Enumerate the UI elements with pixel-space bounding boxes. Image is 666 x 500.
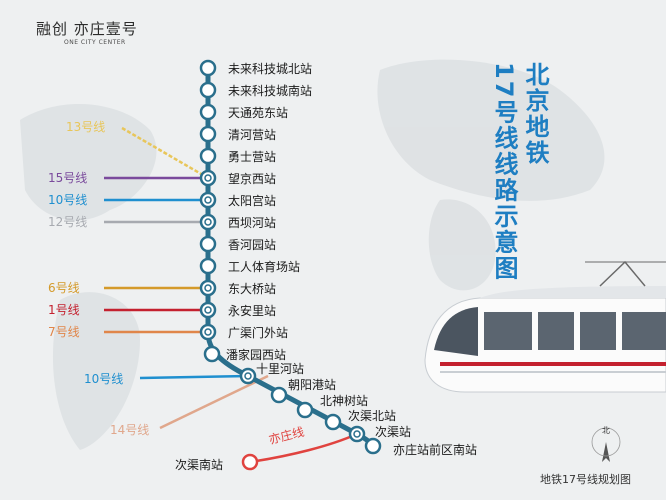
transfer-label-2: 10号线 <box>48 193 87 207</box>
brand-subtitle: ONE CITY CENTER <box>64 39 126 46</box>
transfer-label-0: 13号线 <box>66 120 105 134</box>
title-line-2: 17号线线路示意图 <box>490 62 518 282</box>
station-label-0: 未来科技城北站 <box>228 62 312 76</box>
compass-label: 北 <box>602 426 610 435</box>
station-marker-1[interactable] <box>199 81 217 99</box>
transfer-label-8: 14号线 <box>110 423 149 437</box>
transfer-line-7 <box>139 374 249 380</box>
transfer-label-9: 亦庄线 <box>267 424 306 447</box>
station-marker-16[interactable] <box>296 401 314 419</box>
station-label-5: 望京西站 <box>228 172 276 186</box>
station-marker-4[interactable] <box>199 147 217 165</box>
station-marker-8[interactable] <box>199 235 217 253</box>
station-marker-7[interactable] <box>199 213 217 231</box>
transfer-label-3: 12号线 <box>48 215 87 229</box>
station-marker-17[interactable] <box>324 413 342 431</box>
station-marker-5[interactable] <box>199 169 217 187</box>
station-label-15: 朝阳港站 <box>288 378 336 392</box>
station-label-10: 东大桥站 <box>228 282 276 296</box>
station-marker-13[interactable] <box>203 345 221 363</box>
transfer-line-8 <box>159 374 269 430</box>
station-marker-19[interactable] <box>364 437 382 455</box>
transfer-label-7: 10号线 <box>84 372 123 386</box>
transfer-label-4: 6号线 <box>48 281 80 295</box>
station-marker-9[interactable] <box>199 257 217 275</box>
north-compass: 北 <box>591 426 621 462</box>
station-label-8: 香河园站 <box>228 238 276 252</box>
station-label-18: 次渠站 <box>375 425 411 439</box>
station-marker-14[interactable] <box>239 367 257 385</box>
transfer-label-5: 1号线 <box>48 303 80 317</box>
station-label-12: 广渠门外站 <box>228 325 288 340</box>
station-marker-10[interactable] <box>199 279 217 297</box>
station-label-4: 勇士营站 <box>228 150 276 164</box>
brand-name: 融创 亦庄壹号 <box>36 20 138 38</box>
train-illustration <box>424 260 666 393</box>
station-marker-15[interactable] <box>270 386 288 404</box>
station-label-3: 清河营站 <box>228 128 276 142</box>
station-marker-6[interactable] <box>199 191 217 209</box>
station-marker-12[interactable] <box>199 323 217 341</box>
title-line-1: 北京地铁 <box>521 62 549 166</box>
yizhuang-line-segment <box>249 432 358 464</box>
station-label-20: 次渠南站 <box>175 457 223 472</box>
station-label-2: 天通苑东站 <box>228 106 288 120</box>
transfer-line-0 <box>121 126 209 180</box>
station-label-16: 北神树站 <box>320 393 368 408</box>
map-caption: 地铁17号线规划图 <box>540 473 631 486</box>
station-label-6: 太阳宫站 <box>228 193 276 208</box>
station-label-17: 次渠北站 <box>348 409 396 423</box>
station-label-13: 潘家园西站 <box>226 347 286 362</box>
station-label-19: 亦庄站前区南站 <box>393 442 477 457</box>
station-marker-18[interactable] <box>348 425 366 443</box>
station-label-9: 工人体育场站 <box>228 259 300 274</box>
station-marker-20[interactable] <box>241 453 259 471</box>
station-label-11: 永安里站 <box>228 303 276 318</box>
station-marker-3[interactable] <box>199 125 217 143</box>
station-label-7: 西坝河站 <box>228 216 276 230</box>
station-marker-11[interactable] <box>199 301 217 319</box>
station-label-14: 十里河站 <box>256 362 304 376</box>
station-marker-0[interactable] <box>199 59 217 77</box>
station-label-1: 未来科技城南站 <box>228 83 312 98</box>
transfer-label-1: 15号线 <box>48 171 87 185</box>
transfer-label-6: 7号线 <box>48 325 80 339</box>
station-marker-2[interactable] <box>199 103 217 121</box>
